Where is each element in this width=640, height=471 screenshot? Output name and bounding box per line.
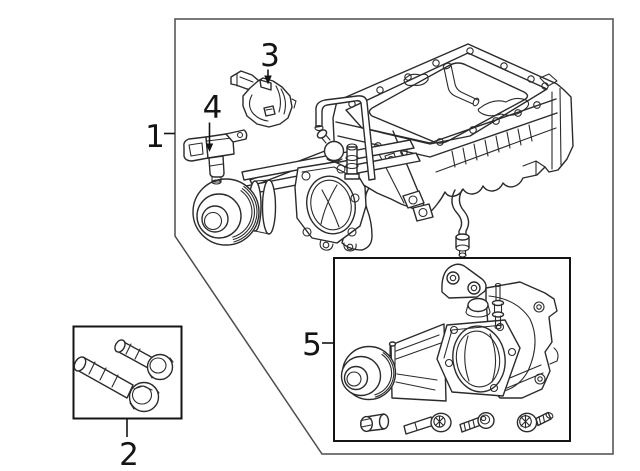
flange-bore-inner [310,179,352,231]
filler-dome [467,297,489,313]
plate-hole [533,301,545,313]
callout-4: 4 [203,90,223,152]
short-bolt [114,339,174,381]
plate-hole [537,376,543,382]
tube-end [472,97,480,107]
bracket-eyelet [467,281,481,295]
valve-cap [316,129,328,139]
sensor-body-ridge [206,137,233,142]
callout-2: 2 [119,419,139,471]
valve-base [326,158,343,163]
filler-dome-base [465,311,491,318]
mounting-bolts-drawing [73,339,174,413]
casting-blob [403,73,429,86]
cover-flange-bolt [516,411,554,433]
sensor-tip [211,176,222,183]
cover-plug-fastener [360,413,390,433]
flange-tab-hole [322,241,330,249]
pan-tube [443,64,479,105]
pipe-top [346,143,358,151]
cover-pulley [340,345,397,401]
tube-end [442,62,452,70]
bracket-inner-curve [248,94,269,122]
callout-5: 5 [302,327,334,363]
bracket-clip [263,105,276,117]
cover-bore [452,325,506,393]
bracket-tab-fold [236,72,254,87]
coupling-ring [261,179,277,235]
sensor-connector [183,136,209,162]
plate-strut [504,364,544,389]
sensor-snout [208,155,225,178]
end-cap [522,73,562,176]
sensor-bolt-hole [236,131,244,139]
callout-5-number: 5 [302,327,322,363]
callout-1: 1 [145,119,175,155]
callout-2-number: 2 [119,437,139,471]
callout-3: 3 [260,38,280,85]
callout-1-number: 1 [145,119,165,155]
breather-tube [451,189,470,258]
case-fittings [314,95,376,181]
mount-tab-hole [418,207,428,218]
flange-bore [306,175,356,235]
bracket-eyelet [470,284,478,292]
mount-tab [412,203,434,222]
loop-tube [315,95,376,181]
assembly-group-box [174,18,614,455]
front-plate-holes [444,322,517,393]
bore-casting-lines [320,184,340,228]
callout-4-number: 4 [203,90,223,126]
mount-tab [402,190,425,209]
plate-hole [536,304,542,310]
sensor-snout-ring [209,163,224,167]
callout-4-arrowhead-icon [205,143,214,152]
nose-rails [395,334,442,391]
support-bracket-drawing [230,70,297,128]
front-plate-inner-edge [443,324,504,359]
cover-bore-inner [455,330,501,388]
valve-ball [323,140,345,162]
front-cover-assembly-drawing [340,263,559,435]
mount-tab-hole [408,195,418,205]
long-bolt [73,356,160,413]
case-split-line [435,127,557,173]
flange-tab [343,242,357,252]
cover-stud [491,282,505,330]
drive-pulley [192,178,260,246]
cover-long-bolt [403,412,452,435]
callout-3-number: 3 [260,38,280,74]
pipe-ring [345,162,359,170]
loop-tube-end [314,124,324,132]
flange-tab [319,239,334,251]
bracket-eyelet [446,271,460,285]
bracket-detail [265,98,297,111]
flange-inner-edge [301,166,352,177]
bracket-eyelet [449,274,457,282]
supercharger-assembly-drawing [192,43,574,258]
pan-rim-bolts [348,47,549,108]
pipe-ring [345,154,359,162]
sensor-connector-slot [188,142,204,157]
bracket-saddle-lines [275,85,287,115]
plate-side-tab [549,347,559,365]
coupling-lines [254,179,270,235]
sensor-tip-end [211,179,222,185]
cover-short-screw [459,412,495,433]
callout-3-arrowhead-icon [264,75,272,85]
flange-tab-hole [346,243,354,251]
pipe-foot [344,173,360,180]
nose-post-cap [388,341,397,347]
pan-recess [368,62,529,144]
bore-casting-lines [464,333,497,383]
sensor-drawing [183,129,248,185]
